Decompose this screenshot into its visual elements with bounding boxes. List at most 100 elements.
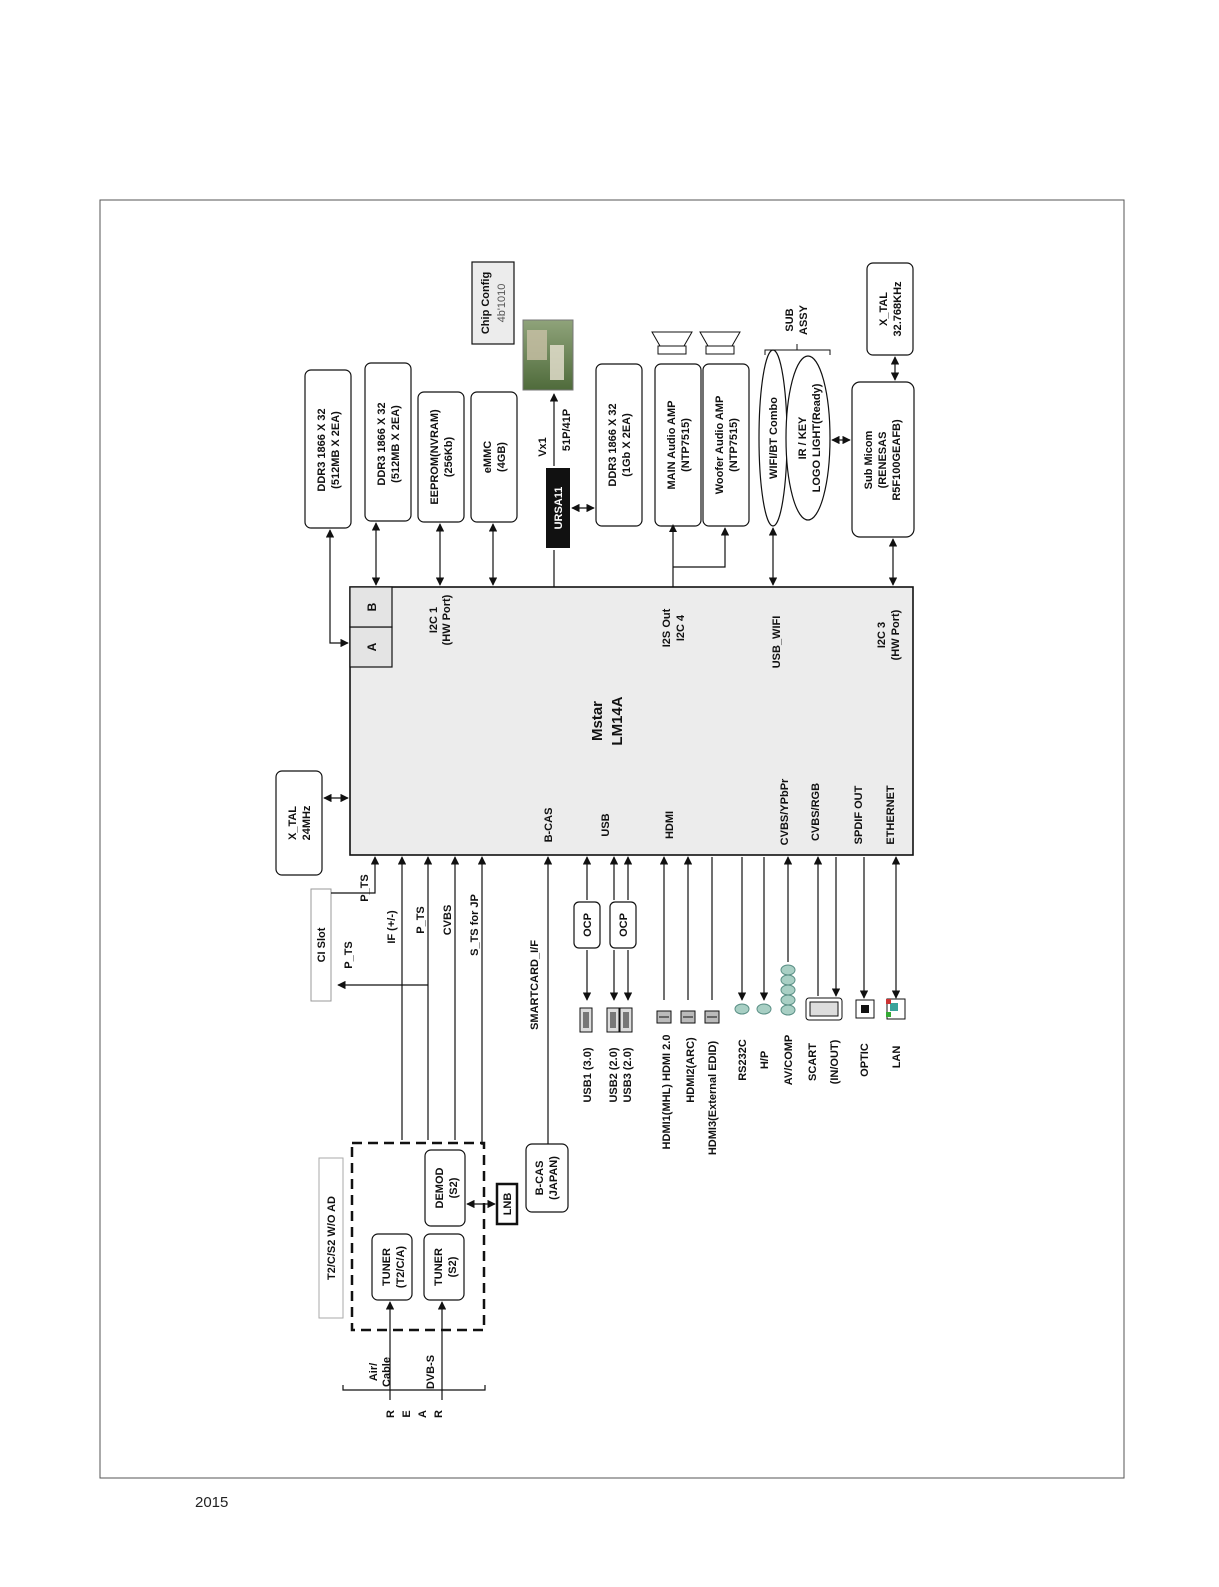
main-chip-label-1: Mstar xyxy=(589,701,606,741)
hdmi-port-icon xyxy=(656,1010,672,1024)
scart-label-1: SCART xyxy=(807,1043,819,1081)
ir-key-label-1: IR / KEY xyxy=(797,416,809,459)
ci-slot-block xyxy=(310,888,332,1002)
hdmi1-label: HDMI1(MHL) HDMI 2.0 xyxy=(661,1035,673,1150)
woofer-amp-label-2: (NTP7515) xyxy=(728,418,740,472)
usb-port-icon xyxy=(619,1007,633,1033)
hp-label: H/P xyxy=(759,1051,771,1069)
top-connections xyxy=(325,356,900,648)
tuner2-block xyxy=(423,1233,465,1301)
port-hdmi: HDMI xyxy=(664,811,676,839)
sub-assy-label-1: SUB xyxy=(784,308,796,331)
woofer-amp-block xyxy=(702,363,750,527)
tuner1-block xyxy=(371,1233,413,1301)
lan-label: LAN xyxy=(891,1046,903,1069)
cvbs-label: CVBS xyxy=(442,905,454,936)
port-bcas: B-CAS xyxy=(543,808,555,843)
usb-port-icon xyxy=(579,1007,593,1033)
usb2-label: USB2 (2.0) xyxy=(608,1047,620,1102)
eeprom-block xyxy=(417,391,465,523)
tuner-group-label-box xyxy=(318,1157,344,1319)
ci-slot-label: CI Slot xyxy=(316,927,328,962)
scart-connector-icon xyxy=(805,997,843,1021)
dvbs-label: DVB-S xyxy=(425,1355,437,1389)
port-usb: USB xyxy=(600,813,612,836)
port-ethernet: ETHERNET xyxy=(885,785,897,845)
lan-port-icon xyxy=(886,998,906,1020)
emmc-block xyxy=(470,391,518,523)
xtal-sub-label-1: X_TAL xyxy=(878,292,890,326)
left-connections xyxy=(331,856,553,1145)
bcas-label-1: B-CAS xyxy=(534,1161,546,1196)
lnb-block xyxy=(495,1182,519,1226)
wifi-label: WIFI/BT Combo xyxy=(768,397,780,479)
vx1-label-2: 51P/41P xyxy=(561,409,573,451)
tuner-inputs xyxy=(342,1301,486,1400)
ddr-ursa-label-1: DDR3 1866 X 32 xyxy=(607,403,619,486)
xtal-sub-block xyxy=(866,262,914,356)
ddr-ursa-label-2: (1Gb X 2EA) xyxy=(621,413,633,477)
sub-micom-label-1: Sub Micom xyxy=(863,430,875,489)
woofer-amp-label-1: Woofer Audio AMP xyxy=(714,396,726,495)
tuner1-label-1: TUNER xyxy=(381,1248,393,1286)
optic-label: OPTIC xyxy=(859,1043,871,1077)
bcas-label-2: (JAPAN) xyxy=(548,1156,560,1200)
tuner2-label-2: (S2) xyxy=(447,1256,459,1277)
port-i2s-1: I2S Out xyxy=(661,608,673,647)
sub-assy-brace xyxy=(764,344,831,355)
s-ts-label: S_TS for JP xyxy=(469,894,481,956)
demod-label-2: (S2) xyxy=(448,1177,460,1198)
page-frame xyxy=(99,199,1125,1479)
xtal-main-label-2: 24MHz xyxy=(301,805,313,840)
emmc-label-1: eMMC xyxy=(482,441,494,473)
usb1-label: USB1 (3.0) xyxy=(582,1047,594,1102)
main-chip-box xyxy=(349,586,914,856)
sub-assy-label-2: ASSY xyxy=(798,304,810,335)
chip-config-label-2: 4b'1010 xyxy=(496,284,508,323)
vx1-label-1: Vx1 xyxy=(537,437,549,457)
optic-port-icon xyxy=(855,999,875,1019)
sub-micom-label-2: (RENESAS xyxy=(877,432,889,489)
speaker-icon xyxy=(699,331,741,355)
if-label: IF (+/-) xyxy=(386,910,398,944)
tuner-group-label: T2/C/S2 W/O AD xyxy=(326,1196,338,1280)
ursa-label: URSA11 xyxy=(553,487,565,530)
ddr-a-label-2: (512MB X 2EA) xyxy=(330,411,342,489)
ddr-a-label-1: DDR3 1866 X 32 xyxy=(316,408,328,491)
main-amp-block xyxy=(654,363,702,527)
port-cvbs-rgb: CVBS/RGB xyxy=(810,783,822,841)
rs232c-jack-icon xyxy=(734,1003,750,1015)
ddr-b-block xyxy=(364,362,412,522)
ursa-block xyxy=(546,468,570,548)
ddr-b-label-1: DDR3 1866 X 32 xyxy=(376,402,388,485)
eeprom-label-1: EEPROM(NVRAM) xyxy=(429,409,441,505)
demod-block xyxy=(424,1149,466,1227)
bcas-block xyxy=(525,1143,569,1213)
scart-label-2: (IN/OUT) xyxy=(829,1039,841,1084)
main-amp-label-2: (NTP7515) xyxy=(680,418,692,472)
p-ts-ci-label: P_TS xyxy=(343,941,355,969)
ddr-a-block xyxy=(304,369,352,529)
hdmi2-label: HDMI2(ARC) xyxy=(685,1037,697,1103)
ir-key-label-2: LOGO LIGHT(Ready) xyxy=(811,383,823,492)
lnb-label: LNB xyxy=(502,1193,514,1216)
rear-label-a: A xyxy=(417,1410,429,1418)
tuner1-label-2: (T2/C/A) xyxy=(395,1246,407,1289)
rear-label-e: E xyxy=(401,1410,413,1417)
main-amp-label-1: MAIN Audio AMP xyxy=(666,400,678,489)
port-i2c3-1: I2C 3 xyxy=(876,622,888,648)
rs232c-label: RS232C xyxy=(737,1039,749,1081)
hdmi3-label: HDMI3(External EDID) xyxy=(707,1041,719,1156)
demod-label-1: DEMOD xyxy=(434,1167,446,1208)
emmc-label-2: (4GB) xyxy=(496,442,508,472)
sub-micom-label-3: R5F100GEAFB) xyxy=(891,419,903,501)
ocp1-label: OCP xyxy=(582,913,594,937)
hdmi-port-icon xyxy=(680,1010,696,1024)
hdmi-port-icon xyxy=(704,1010,720,1024)
port-a-box xyxy=(349,626,393,668)
air-label-2: Cable xyxy=(381,1357,393,1387)
rear-label-r2: R xyxy=(433,1410,445,1418)
port-spdif: SPDIF OUT xyxy=(853,785,865,844)
speaker-icon xyxy=(651,331,693,355)
